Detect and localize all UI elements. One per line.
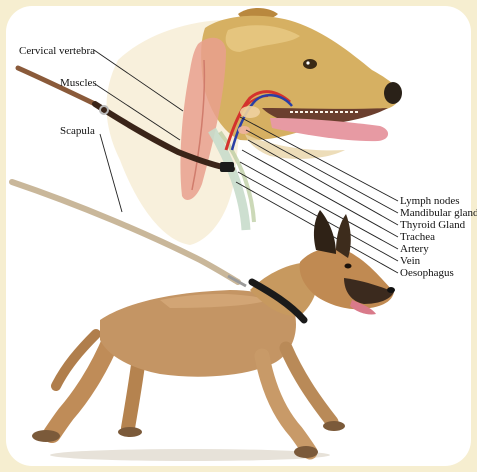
anatomy-head-drawing bbox=[106, 8, 402, 245]
label-trachea: Trachea bbox=[400, 231, 435, 243]
label-muscles: Muscles bbox=[60, 77, 97, 89]
label-oesophagus: Oesophagus bbox=[400, 267, 454, 279]
label-vein: Vein bbox=[400, 255, 420, 267]
label-cervical-vertebra: Cervical vertebra bbox=[19, 45, 95, 57]
label-mandibular-gland: Mandibular gland bbox=[400, 207, 477, 219]
label-lymph-nodes: Lymph nodes bbox=[400, 195, 460, 207]
label-thyroid-gland: Thyroid Gland bbox=[400, 219, 465, 231]
label-scapula: Scapula bbox=[60, 125, 95, 137]
label-artery: Artery bbox=[400, 243, 429, 255]
